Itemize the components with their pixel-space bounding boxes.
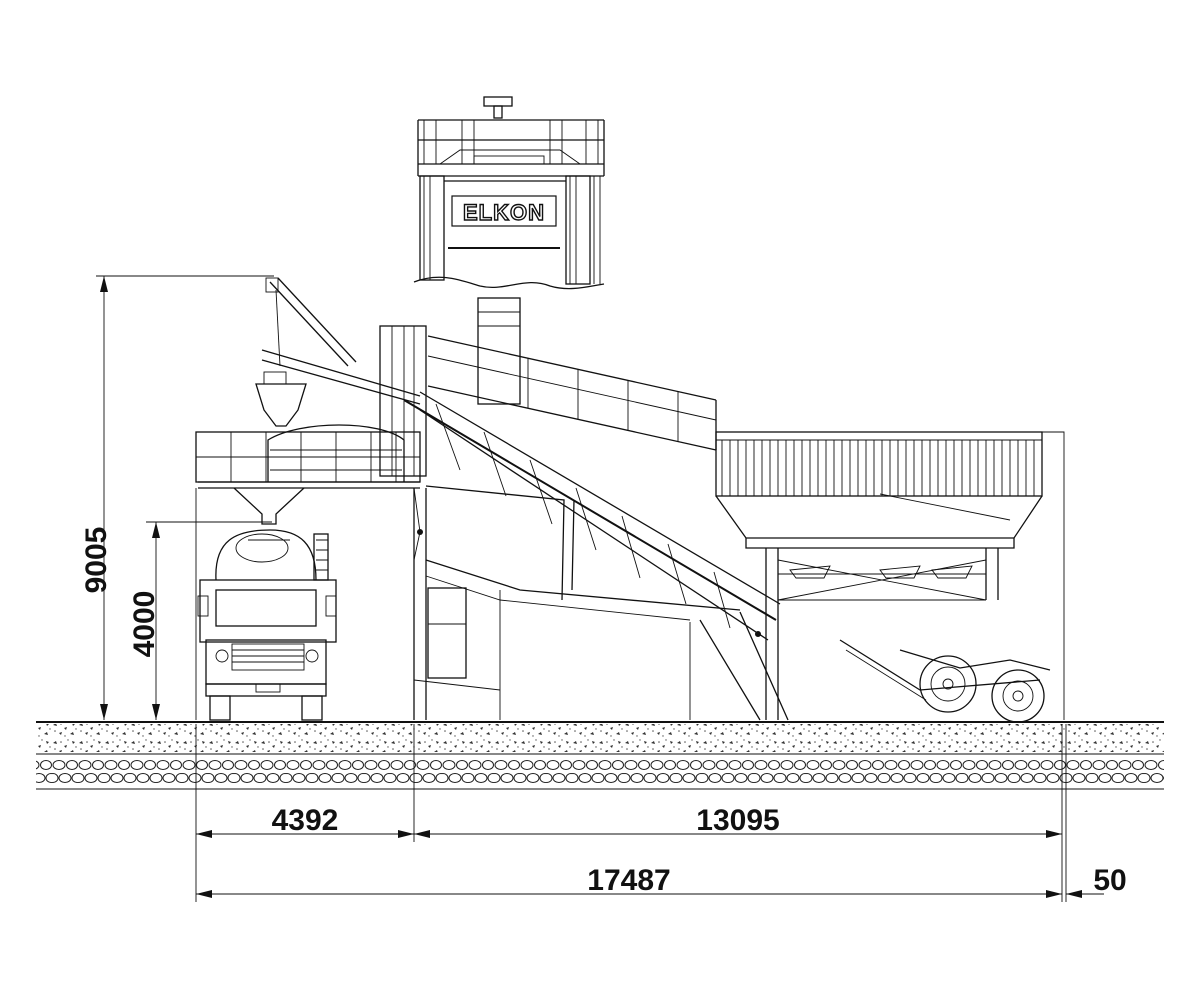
control-cabin: [427, 587, 467, 679]
truck-wheel-right: [301, 695, 323, 721]
aggregate-bins: [715, 431, 1065, 720]
tower-detail-inset: ELKON: [413, 96, 605, 290]
truck-drum: [215, 529, 317, 581]
ground-section: [36, 721, 1164, 790]
right-span-label: 13095: [696, 804, 779, 837]
end-offset-label: 50: [1093, 864, 1126, 897]
total-height-label: 9005: [80, 527, 113, 594]
clearance-height-label: 4000: [128, 591, 161, 658]
mixer-truck: [197, 529, 337, 721]
brand-logo: ELKON: [463, 200, 545, 225]
truck-windshield: [215, 589, 317, 627]
gravel-layer: [36, 724, 1164, 752]
screw-conveyor: [261, 277, 421, 405]
trailer-wheel-rear: [991, 669, 1045, 723]
trailer-wheel-front: [919, 655, 977, 713]
feeding-tower: [379, 297, 521, 477]
dimension-annotations: 9005 4000 4392 13095 17487 50: [80, 275, 1127, 902]
total-length-label: 17487: [587, 864, 670, 897]
walkway-railing: [427, 335, 717, 451]
inclined-belt-conveyor: [403, 391, 781, 641]
truck-grille: [231, 643, 305, 671]
mixer-platform: [195, 371, 421, 720]
trailer-chassis: [839, 639, 1051, 723]
truck-wheel-left: [209, 695, 231, 721]
batching-plant: [195, 277, 1065, 723]
conveyor-supports: [413, 485, 789, 721]
stone-layer: [36, 755, 1164, 788]
left-span-label: 4392: [272, 804, 339, 837]
